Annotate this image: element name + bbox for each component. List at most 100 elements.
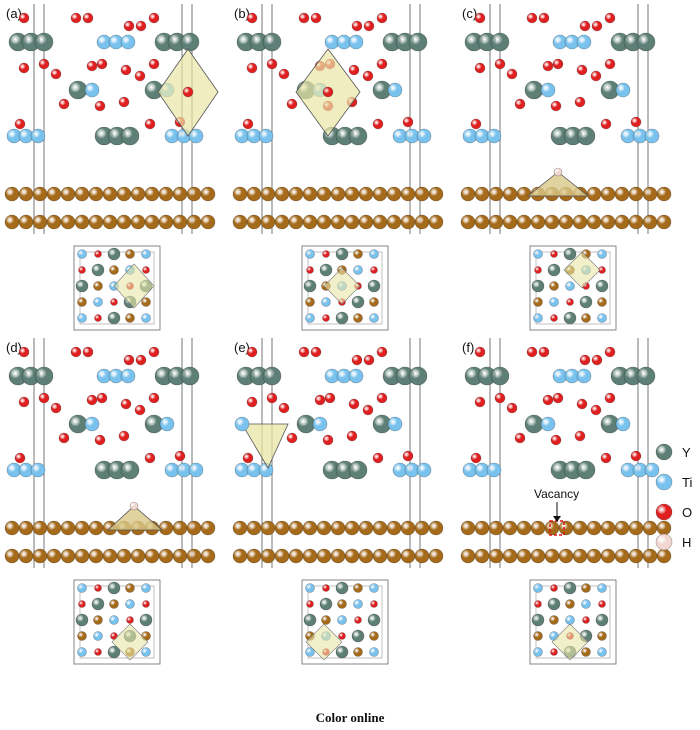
o-atom [514, 98, 526, 110]
substrate-atom [428, 214, 444, 230]
o-atom [14, 118, 26, 130]
substrate-atom [474, 214, 490, 230]
inset-frame [301, 245, 389, 331]
h-atom [129, 501, 139, 511]
inset-frame [73, 245, 161, 331]
ti-atom [305, 583, 315, 593]
ti-atom [84, 416, 100, 432]
ti-atom [416, 128, 432, 144]
substrate-atom [200, 520, 216, 536]
o-atom [550, 250, 558, 258]
panel-label: (a) [6, 6, 22, 21]
o-atom [298, 12, 310, 24]
substrate-atom [260, 548, 276, 564]
y-atom [335, 645, 349, 659]
legend-swatch-h [655, 533, 673, 551]
o-atom [376, 58, 388, 70]
ti-atom [141, 647, 151, 657]
panel-f: (f)Vacancy [460, 338, 672, 665]
o-atom [470, 452, 482, 464]
substrate-atom [586, 214, 602, 230]
o-atom [18, 346, 30, 358]
ti-atom [533, 647, 543, 657]
y-atom [139, 613, 153, 627]
top-view-inset [73, 579, 161, 665]
substrate-atom [516, 214, 532, 230]
substrate-atom [353, 249, 363, 259]
substrate-atom [186, 214, 202, 230]
y-atom [262, 32, 282, 52]
substrate-atom [642, 520, 658, 536]
legend-swatch-o [655, 503, 673, 521]
o-atom [604, 58, 616, 70]
o-atom [18, 62, 30, 74]
substrate-atom [130, 548, 146, 564]
o-atom [526, 12, 538, 24]
ti-atom [30, 128, 46, 144]
substrate-atom [274, 186, 290, 202]
ti-atom [305, 647, 315, 657]
substrate-atom [18, 214, 34, 230]
substrate-atom [369, 297, 379, 307]
top-view-inset [301, 579, 389, 665]
legend-label-o: O [682, 505, 692, 520]
substrate-atom [614, 520, 630, 536]
o-atom [376, 12, 388, 24]
substrate-atom [125, 313, 135, 323]
substrate-atom [302, 520, 318, 536]
ti-atom [565, 615, 575, 625]
y-atom [75, 613, 89, 627]
vacancy-label: Vacancy [534, 487, 579, 501]
o-atom [120, 64, 132, 76]
substrate-atom [530, 214, 546, 230]
o-atom [94, 434, 106, 446]
substrate-atom [353, 583, 363, 593]
substrate-atom [474, 520, 490, 536]
o-atom [110, 298, 118, 306]
substrate-atom [102, 186, 118, 202]
substrate-atom [344, 186, 360, 202]
o-atom [494, 58, 506, 70]
y-atom [120, 460, 140, 480]
y-atom [68, 80, 88, 100]
substrate-atom [597, 297, 607, 307]
substrate-atom [144, 548, 160, 564]
o-atom [182, 86, 194, 98]
o-atom [94, 250, 102, 258]
o-atom [590, 404, 602, 416]
substrate-atom [232, 548, 248, 564]
y-atom [547, 263, 561, 277]
substrate-atom [581, 313, 591, 323]
substrate-atom [516, 186, 532, 202]
substrate-atom [353, 647, 363, 657]
substrate-atom [186, 186, 202, 202]
o-atom [550, 434, 562, 446]
o-atom [286, 98, 298, 110]
substrate-atom [18, 520, 34, 536]
substrate-atom [369, 631, 379, 641]
substrate-atom [316, 520, 332, 536]
ti-atom [141, 583, 151, 593]
o-atom [363, 20, 375, 32]
substrate-atom [330, 548, 346, 564]
substrate-atom [558, 520, 574, 536]
substrate-atom [46, 548, 62, 564]
inset-frame [529, 245, 617, 331]
o-atom [306, 266, 314, 274]
substrate-atom [344, 520, 360, 536]
substrate-atom [428, 186, 444, 202]
substrate-atom [474, 548, 490, 564]
o-atom [376, 346, 388, 358]
substrate-atom [93, 281, 103, 291]
panel-label: (b) [234, 6, 250, 21]
ti-atom [141, 249, 151, 259]
ti-atom [77, 249, 87, 259]
o-atom [14, 452, 26, 464]
y-atom [335, 247, 349, 261]
substrate-atom [232, 186, 248, 202]
substrate-atom [502, 548, 518, 564]
y-atom [34, 366, 54, 386]
o-atom [552, 392, 564, 404]
o-atom [372, 452, 384, 464]
ti-atom [369, 249, 379, 259]
